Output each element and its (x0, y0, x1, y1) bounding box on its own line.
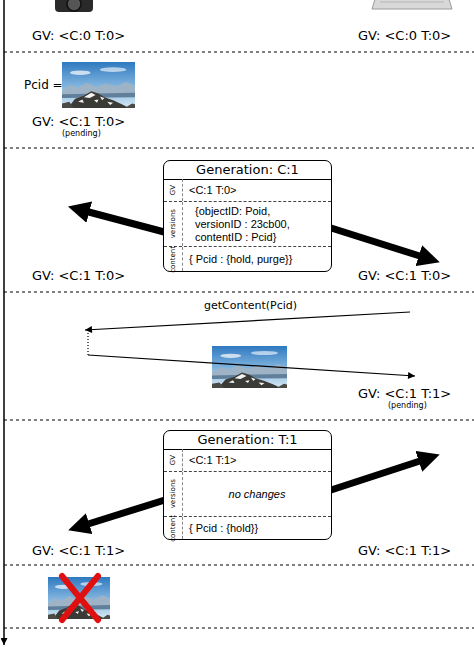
row-value: no changes (229, 488, 286, 501)
box-title: Generation: T:1 (164, 431, 331, 450)
pending-note: (pending) (62, 130, 101, 138)
photo-content (62, 62, 135, 108)
generation-row: GV <C:1 T:1> (164, 449, 331, 471)
row-value: <C:1 T:0> (189, 184, 237, 197)
row-value: { Pcid : {hold}} (189, 522, 258, 535)
row-value: <C:1 T:1> (189, 454, 237, 467)
row-value: { Pcid : {hold, purge}} (189, 253, 292, 266)
row-title: GV (170, 185, 177, 195)
generation-row: versions {objectID: Poid, versionID : 23c… (164, 201, 331, 246)
row-cell: {objectID: Poid, versionID : 23cb00, con… (183, 202, 331, 246)
row-title: content (170, 246, 177, 273)
content-label: Pcid = (24, 79, 63, 91)
row-cell: no changes (183, 472, 331, 516)
box-title: Generation: C:1 (164, 161, 331, 180)
row-header: GV (164, 179, 183, 201)
gv-label: GV: <C:1 T:0> (358, 269, 451, 282)
gv-label: GV: <C:1 T:1> (32, 544, 125, 557)
camera-icon (55, 0, 93, 12)
purge-cross (62, 576, 98, 620)
gv-label: GV: <C:1 T:0> (32, 115, 125, 128)
row-header: versions (164, 202, 183, 246)
timeline-axis (3, 0, 5, 645)
row-title: content (170, 515, 177, 542)
row-header: versions (164, 472, 183, 516)
generation-box: Generation: T:1GV <C:1 T:1> versions no cha… (163, 430, 332, 540)
row-header: content (164, 247, 183, 271)
row-separators (4, 52, 474, 628)
row-cell: { Pcid : {hold, purge}} (183, 247, 331, 271)
row-cell: { Pcid : {hold}} (183, 517, 331, 539)
generation-row: GV <C:1 T:0> (164, 179, 331, 201)
row-cell: <C:1 T:0> (183, 179, 331, 201)
gv-label: GV: <C:1 T:0> (32, 269, 125, 282)
row-header: content (164, 517, 183, 539)
row-title: versions (170, 209, 177, 238)
request-arrows (85, 312, 415, 376)
row-title: versions (170, 479, 177, 508)
laptop-icon (372, 0, 452, 9)
generation-row: content { Pcid : {hold, purge}} (164, 246, 331, 271)
row-value: {objectID: Poid, versionID : 23cb00, con… (189, 205, 313, 244)
row-header: GV (164, 449, 183, 471)
gv-label: GV: <C:1 T:1> (358, 387, 451, 400)
request-label: getContent(Pcid) (204, 300, 297, 311)
generation-row: content { Pcid : {hold}} (164, 516, 331, 539)
generation-row: versions no changes (164, 471, 331, 516)
row-title: GV (170, 455, 177, 465)
gv-label: GV: <C:1 T:1> (358, 544, 451, 557)
gv-label: GV: <C:0 T:0> (358, 29, 451, 42)
pending-note: (pending) (388, 402, 427, 410)
row-cell: <C:1 T:1> (183, 449, 331, 471)
generation-box: Generation: C:1GV <C:1 T:0> versions {objec… (163, 160, 332, 272)
gv-label: GV: <C:0 T:0> (32, 29, 125, 42)
photo-content (48, 577, 110, 619)
